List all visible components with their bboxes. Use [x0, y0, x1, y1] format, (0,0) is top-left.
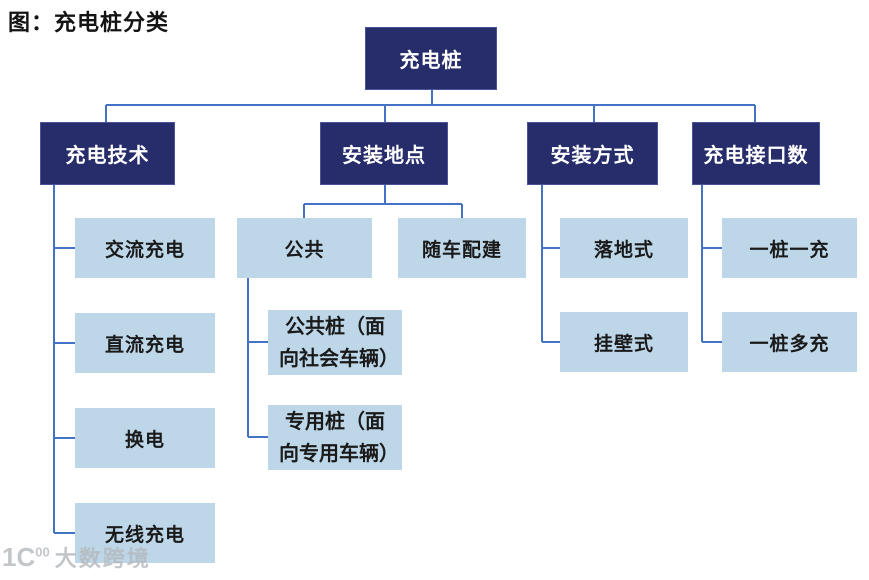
node-dedicated-pile-dedicated-vehicles: 专用桩（面向专用车辆）	[268, 405, 402, 470]
node-root: 充电桩	[365, 27, 497, 90]
node-branch-installation-location: 安装地点	[320, 122, 448, 185]
node-wall-mounted: 挂壁式	[560, 312, 688, 372]
node-dc-charging: 直流充电	[75, 313, 215, 373]
node-public: 公共	[237, 218, 372, 278]
node-ac-charging: 交流充电	[75, 218, 215, 278]
node-public-pile-social-vehicles: 公共桩（面向社会车辆）	[268, 310, 402, 375]
node-wireless-charging: 无线充电	[75, 503, 215, 563]
root-rail-connector	[105, 90, 756, 122]
brand-logo-icon: 1C00	[2, 542, 50, 572]
node-one-pile-multi-charge: 一桩多充	[722, 312, 857, 372]
branch1-connector	[53, 185, 75, 534]
watermark: 1C00 大数跨境	[2, 541, 151, 573]
node-branch-charging-technology: 充电技术	[40, 122, 175, 185]
figure-title: 图：充电桩分类	[8, 10, 170, 35]
watermark-brand-text: 大数跨境	[54, 546, 151, 571]
node-one-pile-one-charge: 一桩一充	[722, 218, 857, 278]
node-floor-standing: 落地式	[560, 218, 688, 278]
branch4-connector	[701, 185, 722, 343]
node-branch-installation-method: 安装方式	[527, 122, 658, 185]
node-branch-interface-count: 充电接口数	[692, 122, 820, 185]
branch3-connector	[541, 185, 560, 343]
branch2-connector	[247, 185, 463, 438]
node-battery-swap: 换电	[75, 408, 215, 468]
node-private-with-vehicle: 随车配建	[398, 218, 526, 278]
